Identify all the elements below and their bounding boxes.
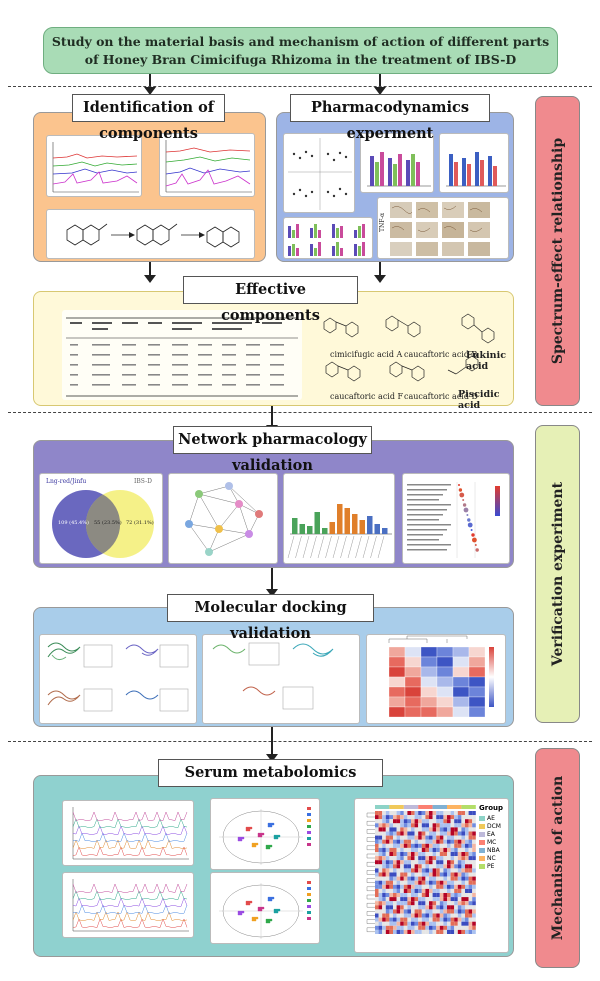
serum-label: Serum metabolomics xyxy=(158,759,383,787)
identification-label: Identification of components xyxy=(72,94,225,142)
arrow-title-left xyxy=(144,74,156,95)
venn-diagram: Lng-red/Jinfu IBS-D 109 (45.4%) 55 (23.5… xyxy=(39,473,163,564)
bpc-chromatogram-1 xyxy=(62,800,194,866)
venn-right-count: 72 (31.1%) xyxy=(126,520,154,526)
pharm-dot-plots xyxy=(283,133,355,213)
compound-label-6: Piscidic acid xyxy=(458,389,500,411)
title-text: Study on the material basis and mechanis… xyxy=(51,34,550,67)
docking-poses-2 xyxy=(202,634,360,724)
legend-swatch xyxy=(479,815,485,821)
tnf-label: TNF-α xyxy=(379,213,386,232)
legend-swatch xyxy=(479,839,485,845)
arrow-network-docking xyxy=(266,568,278,597)
legend-label: DCM xyxy=(487,822,501,830)
pos-ion-chromatogram xyxy=(159,133,255,197)
legend-swatch xyxy=(479,855,485,861)
venn-left-count: 109 (45.4%) xyxy=(58,520,89,526)
legend-label: NC xyxy=(487,854,496,862)
compound-label-2: caucaftoric acid B xyxy=(404,350,478,359)
legend-item: NBA xyxy=(479,846,501,854)
venn-mid-count: 55 (23.5%) xyxy=(94,520,122,526)
pca-plot-negative xyxy=(210,872,320,944)
neg-ion-chromatogram xyxy=(46,135,142,197)
legend-label: EA xyxy=(487,830,495,838)
compound-label-4: caucaftoric acid F xyxy=(330,392,404,401)
pharm-bar-chart-1 xyxy=(360,133,434,193)
sidebar-verification: Verification experiment xyxy=(535,425,580,723)
effective-panel: cimicifugic acid A caucaftoric acid B Fu… xyxy=(33,291,514,411)
bpc-chromatogram-2 xyxy=(62,872,194,938)
legend-label: NBA xyxy=(487,846,500,854)
legend-item: AE xyxy=(479,814,501,822)
docking-label: Molecular docking validation xyxy=(167,594,374,642)
sidebar-mechanism: Mechanism of action xyxy=(535,748,580,968)
pharm-bar-chart-2 xyxy=(439,133,509,193)
compound-label-3: Fukinic acid xyxy=(466,350,506,372)
legend-label: AE xyxy=(487,814,495,822)
page-title: Study on the material basis and mechanis… xyxy=(43,27,558,74)
network-label: Network pharmacology validation xyxy=(173,426,372,474)
compound-label-1: cimicifugic acid A xyxy=(330,350,403,359)
compound-structures xyxy=(323,313,495,382)
venn-right-label: IBS-D xyxy=(134,478,152,485)
heatmap-legend-title: Group xyxy=(479,804,504,812)
pharm-bar-grid xyxy=(283,217,373,259)
legend-swatch xyxy=(479,823,485,829)
pharmacodynamics-label: Pharmacodynamics experment xyxy=(290,94,490,142)
arrow-ident-effective xyxy=(144,262,156,283)
legend-item: EA xyxy=(479,830,501,838)
sidebar-verification-label: Verification experiment xyxy=(549,481,566,667)
legend-label: PE xyxy=(487,862,495,870)
effective-table xyxy=(62,310,302,400)
ppi-network xyxy=(168,473,278,564)
legend-item: MC xyxy=(479,838,501,846)
legend-label: MC xyxy=(487,838,497,846)
sidebar-mechanism-label: Mechanism of action xyxy=(549,775,566,941)
pharm-histology: TNF-α xyxy=(377,197,509,259)
docking-poses-1 xyxy=(39,634,197,724)
effective-label: Effective components xyxy=(183,276,358,324)
compound-label-5: caucaftoric acid D xyxy=(404,392,478,401)
arrow-docking-serum xyxy=(266,727,278,762)
kegg-bubble-plot xyxy=(402,473,510,564)
divider-bottom xyxy=(8,741,592,742)
network-panel: Lng-red/Jinfu IBS-D 109 (45.4%) 55 (23.5… xyxy=(33,440,514,568)
identification-panel xyxy=(33,112,266,262)
divider-middle xyxy=(8,412,592,413)
legend-item: NC xyxy=(479,854,501,862)
legend-swatch xyxy=(479,863,485,869)
venn-left-label: Lng-red/Jinfu xyxy=(46,478,87,485)
arrow-effective-network xyxy=(266,406,278,433)
divider-top xyxy=(8,86,592,87)
docking-panel xyxy=(33,607,514,727)
sidebar-spectrum-effect: Spectrum-effect relationship xyxy=(535,96,580,406)
sidebar-spectrum-label: Spectrum-effect relationship xyxy=(549,137,566,365)
arrow-title-right xyxy=(374,74,386,95)
arrow-pharm-effective xyxy=(374,262,386,283)
pharmacodynamics-panel: TNF-α xyxy=(276,112,514,262)
legend-item: PE xyxy=(479,862,501,870)
go-enrichment-bar xyxy=(283,473,395,564)
legend-swatch xyxy=(479,847,485,853)
fragmentation-pathway xyxy=(46,209,255,259)
docking-heatmap xyxy=(366,634,506,724)
pca-plot-positive xyxy=(210,798,320,870)
legend-item: DCM xyxy=(479,822,501,830)
legend-swatch xyxy=(479,831,485,837)
